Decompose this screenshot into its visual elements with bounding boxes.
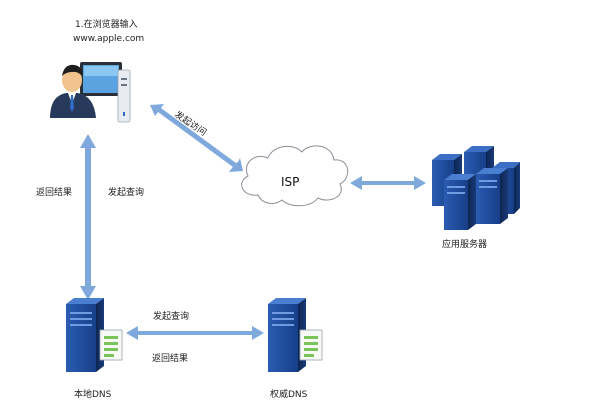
local-dns-server-icon — [66, 298, 123, 372]
local-dns-label: 本地DNS — [74, 390, 112, 400]
auth-dns-label: 权威DNS — [270, 390, 308, 400]
client-step-label: 1.在浏览器输入 — [75, 20, 138, 30]
edge-label-local-auth-return: 返回结果 — [152, 354, 189, 364]
app-server-label: 应用服务器 — [442, 240, 488, 250]
arrow-client-isp — [150, 104, 243, 172]
isp-label: ISP — [281, 175, 300, 189]
edge-label-client-local-query: 发起查询 — [108, 188, 145, 198]
isp-cloud-icon — [241, 145, 349, 207]
arrow-isp-app-server — [350, 176, 426, 190]
auth-dns-server-icon — [268, 298, 323, 372]
client-url-label: www.apple.com — [73, 34, 145, 44]
arrow-client-local-dns — [80, 134, 96, 300]
arrow-local-auth-dns — [126, 326, 264, 340]
app-server-cluster-icon — [432, 146, 520, 230]
edge-label-client-local-return: 返回结果 — [36, 188, 73, 198]
edge-label-local-auth-query: 发起查询 — [153, 312, 190, 322]
client-user-icon — [50, 62, 131, 123]
